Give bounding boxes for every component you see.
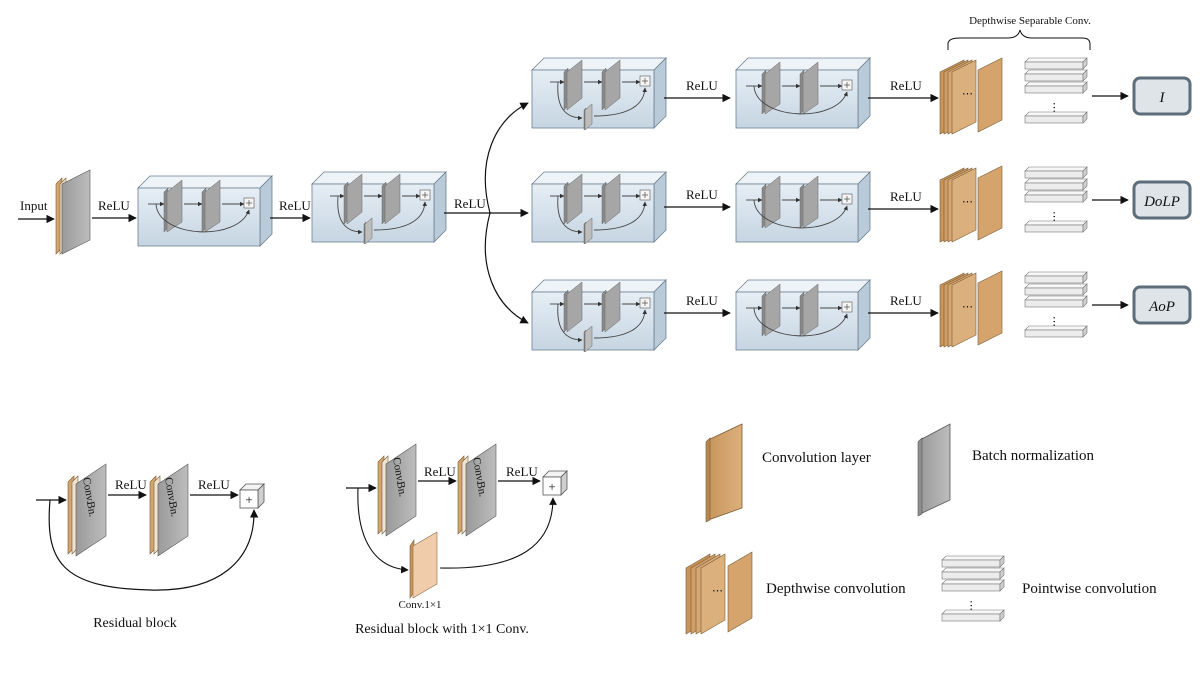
relu-label-1: ReLU: [98, 198, 130, 213]
branch-aop: ReLU ReLU AoP: [532, 270, 1192, 352]
branch-dolp: ReLU ReLU DoLP: [532, 165, 1192, 244]
relu-label-3: ReLU: [454, 196, 486, 211]
svg-text:+: +: [245, 492, 252, 507]
bn-label-a: Bn.: [84, 500, 99, 518]
conv-label-a: Conv.: [80, 476, 96, 504]
bn-label-c: Bn.: [394, 480, 409, 498]
relu-label-detail-3: ReLU: [424, 464, 456, 479]
legend-batch-norm-label: Batch normalization: [972, 448, 1095, 464]
svg-text:+: +: [548, 479, 555, 494]
caption-residual-block: Residual block: [93, 616, 177, 631]
branch-intensity: ReLU ReLU I: [532, 57, 1192, 135]
relu-label-b1b: ReLU: [890, 78, 922, 93]
residual-block-detail: Conv. Bn. ReLU Conv. Bn. ReLU + Residual…: [36, 463, 265, 631]
legend-conv-layer-icon: [705, 423, 743, 523]
output-label-dolp: DoLP: [1143, 194, 1180, 210]
legend-pointwise-icon: [941, 555, 1005, 622]
relu-label-detail-4: ReLU: [506, 464, 538, 479]
input-label: Input: [20, 198, 48, 213]
legend: Convolution layer Batch normalization De…: [685, 423, 1157, 635]
add-node-b: +: [542, 470, 568, 496]
conv1x1-layer: [409, 531, 438, 599]
add-node-a: +: [239, 483, 265, 509]
residual-block-stem-1: [138, 176, 272, 246]
relu-label-b3a: ReLU: [686, 293, 718, 308]
legend-pointwise-label: Pointwise convolution: [1022, 581, 1157, 597]
residual-block-1x1-detail: Conv. Bn. ReLU Conv. Bn. ReLU + Conv.1×1…: [346, 443, 568, 637]
relu-label-2: ReLU: [279, 198, 311, 213]
caption-residual-block-1x1: Residual block with 1×1 Conv.: [355, 622, 529, 637]
output-box-dolp: [1132, 180, 1192, 220]
legend-conv-layer-label: Convolution layer: [762, 450, 871, 466]
conv-label-d: Conv.: [470, 456, 486, 484]
relu-label-b2b: ReLU: [890, 189, 922, 204]
bn-label-b: Bn.: [166, 500, 181, 518]
relu-label-detail-1: ReLU: [115, 477, 147, 492]
depthwise-separable-label: Depthwise Separable Conv.: [969, 15, 1091, 27]
input-layer: Input: [18, 169, 91, 255]
conv1x1-label: Conv.1×1: [398, 599, 441, 611]
output-box-aop: [1132, 285, 1192, 325]
legend-depthwise-label: Depthwise convolution: [766, 581, 906, 597]
depthwise-separable-bracket: Depthwise Separable Conv.: [947, 15, 1091, 50]
relu-label-b1a: ReLU: [686, 78, 718, 93]
output-label-i: I: [1159, 90, 1166, 106]
conv-label-b: Conv.: [162, 476, 178, 504]
relu-label-b2a: ReLU: [686, 187, 718, 202]
output-label-aop: AoP: [1148, 299, 1175, 315]
residual-block-stem-2: [312, 172, 446, 244]
relu-label-b3b: ReLU: [890, 293, 922, 308]
conv-label-c: Conv.: [390, 456, 406, 484]
relu-label-detail-2: ReLU: [198, 477, 230, 492]
legend-depthwise-icon: [685, 551, 753, 635]
output-box-i: [1132, 76, 1192, 116]
legend-batch-norm-icon: [917, 423, 951, 517]
bn-label-d: Bn.: [474, 480, 489, 498]
